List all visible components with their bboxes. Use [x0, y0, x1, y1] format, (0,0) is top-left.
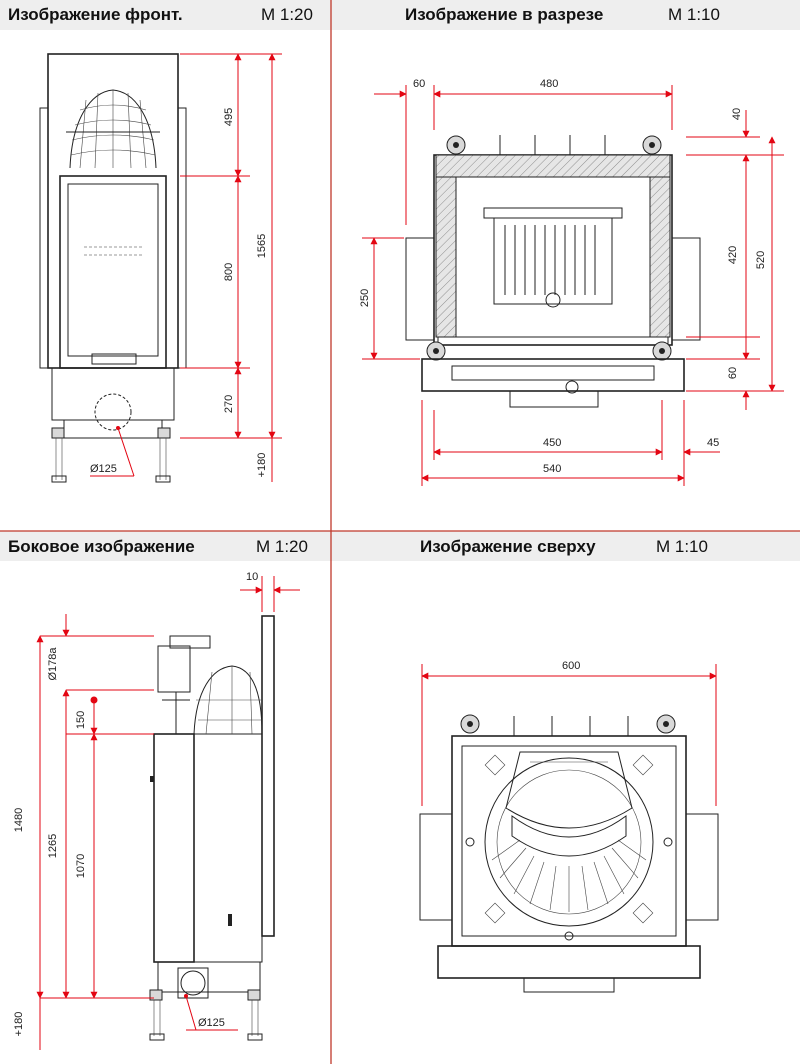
front-dim-270: 270	[223, 395, 235, 413]
section-title-group: Изображение в разрезе M 1:10	[405, 5, 720, 24]
top-view-drawing	[419, 714, 719, 993]
section-dim-60b: 60	[727, 367, 739, 379]
side-dim-1480: 1480	[13, 808, 25, 832]
side-dim-150: 150	[75, 711, 87, 729]
section-view-drawing	[405, 135, 701, 408]
side-dim-plus180: +180	[13, 1012, 25, 1037]
header-band-bottom	[0, 531, 800, 561]
side-title-group: Боковое изображение M 1:20	[8, 537, 308, 556]
side-dim-1265: 1265	[47, 834, 59, 858]
front-view-drawing	[39, 53, 187, 483]
section-dim-450: 450	[543, 437, 561, 449]
front-dim-plus180: +180	[256, 453, 268, 478]
top-dimensions: 600	[421, 660, 717, 806]
side-dim-1070: 1070	[75, 854, 87, 878]
front-scale: M 1:20	[261, 5, 313, 24]
header-band-top	[0, 0, 800, 30]
section-scale: M 1:10	[668, 5, 720, 24]
section-dim-60a: 60	[413, 78, 425, 90]
top-dim-600: 600	[562, 660, 580, 672]
section-dimensions: 60 480 40 420 520 60 250 450 45 540	[359, 78, 784, 486]
section-dim-520: 520	[755, 251, 767, 269]
side-dimensions: 10 Ø178a 150 1480 1265 1070 +180 Ø125	[13, 571, 300, 1050]
side-view-drawing	[149, 615, 275, 1041]
front-dim-1565: 1565	[256, 234, 268, 258]
section-dim-250: 250	[359, 289, 371, 307]
top-title-group: Изображение сверху M 1:10	[420, 537, 708, 556]
section-dim-480: 480	[540, 78, 558, 90]
front-dim-495: 495	[223, 108, 235, 126]
front-dimensions: 495 800 270 1565 +180 Ø125	[90, 53, 282, 482]
side-dim-d178a: Ø178a	[47, 647, 59, 681]
side-dim-10: 10	[246, 571, 258, 583]
front-dim-d125: Ø125	[90, 463, 117, 475]
section-title: Изображение в разрезе	[405, 5, 603, 24]
section-dim-540: 540	[543, 463, 561, 475]
side-scale: M 1:20	[256, 537, 308, 556]
section-dim-45: 45	[707, 437, 719, 449]
side-dim-d125: Ø125	[198, 1017, 225, 1029]
top-scale: M 1:10	[656, 537, 708, 556]
top-title: Изображение сверху	[420, 537, 596, 556]
front-dim-800: 800	[223, 263, 235, 281]
section-dim-40: 40	[731, 108, 743, 120]
side-title: Боковое изображение	[8, 537, 195, 556]
section-dim-420: 420	[727, 246, 739, 264]
front-title: Изображение фронт.	[8, 5, 183, 24]
front-title-group: Изображение фронт. M 1:20	[8, 5, 313, 24]
